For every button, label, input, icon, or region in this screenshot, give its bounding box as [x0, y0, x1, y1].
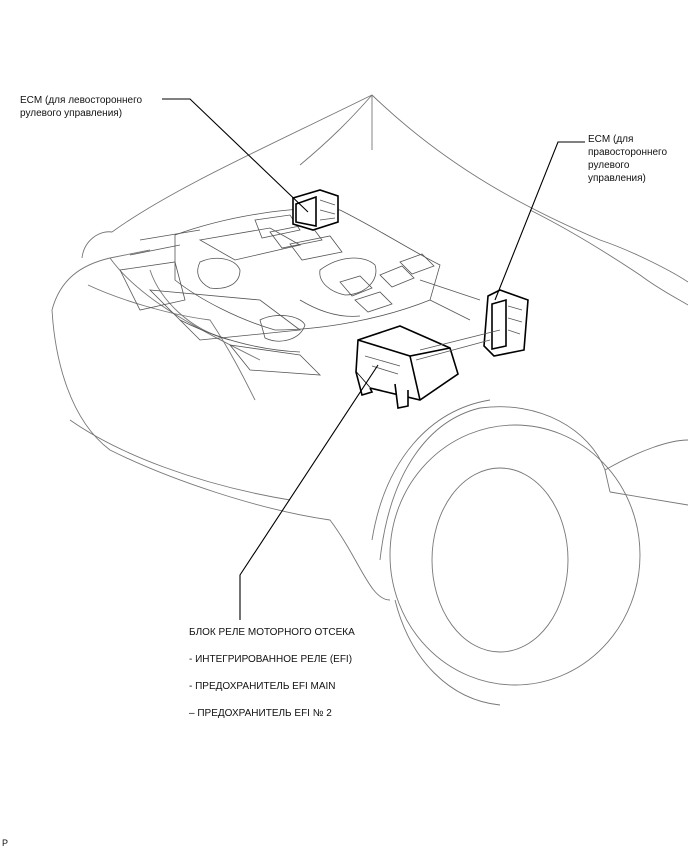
ecm-lhd-label-line2: рулевого управления)	[20, 108, 123, 119]
ecm-rhd-unit	[483, 289, 529, 357]
ecm-lhd-unit	[292, 189, 339, 231]
corner-mark: P	[2, 838, 9, 848]
relay-block-label: БЛОК РЕЛЕ МОТОРНОГО ОТСЕКА - ИНТЕГРИРОВА…	[189, 626, 355, 734]
engine-compartment	[119, 208, 481, 376]
ecm-lhd-leader	[162, 98, 309, 213]
ecm-rhd-leader	[494, 141, 585, 301]
ecm-rhd-label-line4: управления)	[588, 173, 646, 184]
vehicle-body-outline	[51, 94, 688, 706]
engine-room-relay-block	[355, 325, 501, 409]
ecm-lhd-label-line1: ECM (для левостороннего	[20, 95, 143, 106]
relay-block-leader	[239, 364, 379, 620]
ecm-rhd-label-line3: рулевого	[588, 160, 630, 171]
relay-item-integrated-relay: - ИНТЕГРИРОВАННОЕ РЕЛЕ (EFI)	[189, 654, 353, 665]
relay-block-title: БЛОК РЕЛЕ МОТОРНОГО ОТСЕКА	[189, 627, 355, 638]
ecm-rhd-label: ECM (для правостороннего рулевого управл…	[588, 133, 667, 185]
ecm-rhd-label-line1: ECM (для	[588, 134, 634, 145]
relay-item-efi-main-fuse: - ПРЕДОХРАНИТЕЛЬ EFI MAIN	[189, 681, 336, 692]
ecm-lhd-label: ECM (для левостороннего рулевого управле…	[20, 94, 142, 120]
relay-item-efi-no2-fuse: – ПРЕДОХРАНИТЕЛЬ EFI № 2	[189, 708, 332, 719]
ecm-rhd-label-line2: правостороннего	[588, 147, 668, 158]
